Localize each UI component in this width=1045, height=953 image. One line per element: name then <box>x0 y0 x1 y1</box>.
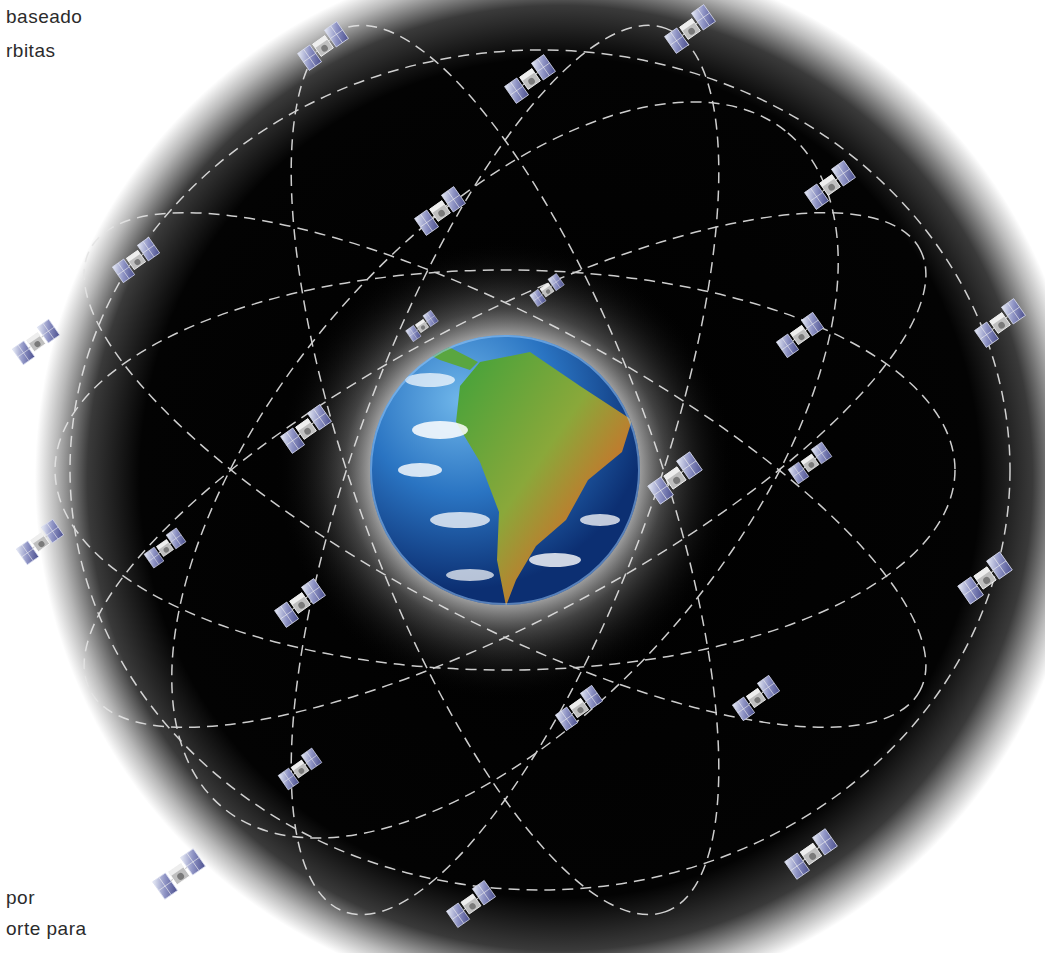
edge-text: por <box>6 887 35 910</box>
edge-text: orte para <box>6 918 87 941</box>
satellites <box>10 5 1027 928</box>
edge-text: rbitas <box>6 40 55 63</box>
edge-text: baseado <box>6 6 82 29</box>
earth <box>370 300 665 606</box>
